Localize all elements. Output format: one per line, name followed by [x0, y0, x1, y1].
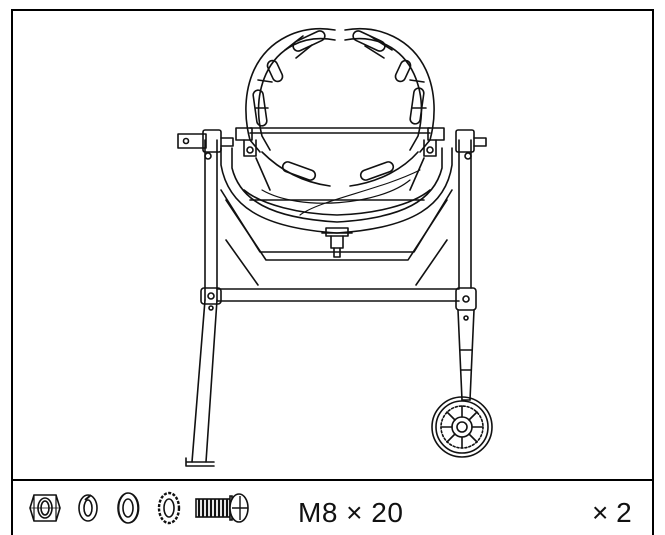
bolt-spec-label: M8 × 20	[298, 497, 404, 528]
wheel	[431, 396, 493, 458]
drum-hoop	[245, 28, 435, 191]
left-axle	[177, 129, 234, 160]
drum-boss	[321, 227, 353, 258]
hoop-rod	[235, 127, 445, 157]
spring-washer-icon	[78, 494, 98, 522]
toothed-washer-icon	[157, 491, 181, 525]
right-axle	[455, 129, 487, 160]
right-leg	[455, 139, 477, 401]
bolt-icon	[195, 493, 249, 523]
quantity-label: × 2	[592, 497, 632, 528]
flat-washer-icon	[117, 492, 140, 524]
left-leg	[185, 139, 222, 467]
drum-cradle	[220, 147, 453, 286]
cross-bar	[216, 288, 460, 302]
lock-nut-icon	[29, 494, 61, 522]
drawing-panel	[11, 9, 654, 481]
